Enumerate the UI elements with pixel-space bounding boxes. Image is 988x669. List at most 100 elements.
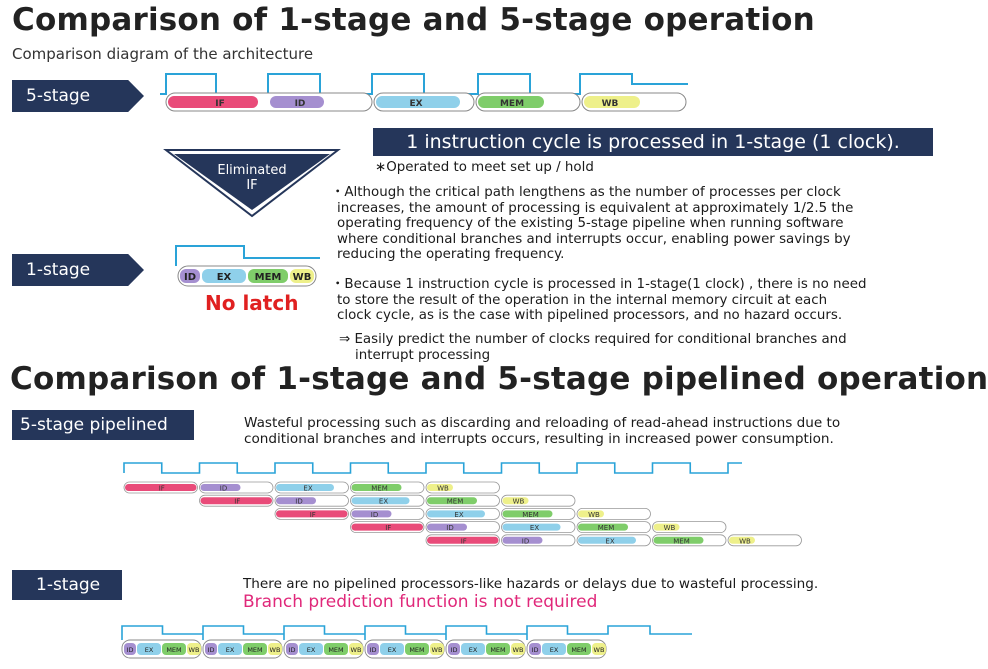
pipeline-stage-label: ID xyxy=(446,524,453,532)
pipeline-stage-mem xyxy=(653,536,704,544)
instruction-cycle-banner-text: 1 instruction cycle is processed in 1-st… xyxy=(406,131,900,153)
bullet1-line: increases, the amount of processing is e… xyxy=(337,200,854,216)
one-stage-seq-label: MEM xyxy=(571,646,586,654)
pipeline-stage-label: WB xyxy=(664,524,676,532)
pipeline-stage-label: MEM xyxy=(371,485,388,493)
pipeline-stage-label: IF xyxy=(310,511,316,519)
pipeline-stage-label: MEM xyxy=(598,524,615,532)
pipeline-stage-label: ID xyxy=(220,485,227,493)
pipeline-stage-id xyxy=(351,510,392,518)
one-stage-seq-label: ID xyxy=(208,646,215,654)
pipeline-stage-wb xyxy=(578,510,604,518)
five-stage-label-wb: WB xyxy=(602,99,619,109)
one-stage-seq-stage-ex xyxy=(137,643,161,655)
one-stage-seq-stage-wb xyxy=(511,643,525,655)
pipeline-stage-wb xyxy=(653,523,680,531)
eliminated-line2: IF xyxy=(246,178,257,193)
one-stage-label-mem: MEM xyxy=(255,272,282,283)
pipeline-stage-label: MEM xyxy=(522,511,539,519)
bullet2-line: clock cycle, as is the case with pipelin… xyxy=(337,308,843,324)
pipeline-stage-label: EX xyxy=(605,537,614,545)
section-subtitle: Comparison diagram of the architecture xyxy=(12,45,314,63)
five-stage-diagram: IF ID EX MEM WB xyxy=(160,73,688,112)
one-stage-seq-stage-mem xyxy=(486,643,510,655)
one-stage-seq-clock-line xyxy=(121,625,692,640)
one-stage-seq-label: ID xyxy=(289,646,296,654)
pipeline-stage-mem xyxy=(427,497,477,505)
five-stage-label-id: ID xyxy=(295,99,306,109)
tag-5-stage: 5-stage xyxy=(12,80,144,112)
one-stage-seq-stage-mem xyxy=(243,643,267,655)
one-stage-seq-stage-id xyxy=(448,643,460,655)
pipeline-stage-label: ID xyxy=(522,537,529,545)
one-stage-diagram: ID EX MEM WB xyxy=(175,245,320,287)
pipeline-stage-label: EX xyxy=(303,485,312,493)
tag-5-stage-pipelined: 5-stage pipelined xyxy=(12,410,194,440)
bullet1-line: where conditional branches and interrupt… xyxy=(337,231,851,247)
one-stage-description: There are no pipelined processors-like h… xyxy=(243,576,819,592)
pipeline-stage-label: EX xyxy=(379,498,388,506)
one-stage-seq-stage-ex xyxy=(380,643,404,655)
one-stage-seq-label: MEM xyxy=(409,646,424,654)
one-stage-seq-stage-wb xyxy=(187,643,201,655)
bullet2-line: to store the result of the operation in … xyxy=(337,292,828,308)
one-stage-seq-stage-wb xyxy=(268,643,282,655)
pipeline-stage-label: WB xyxy=(513,498,525,506)
pipeline-stage-label: IF xyxy=(385,524,391,532)
bullet1-line: reducing the operating frequency. xyxy=(337,247,565,263)
one-stage-seq-stage-ex xyxy=(299,643,323,655)
one-stage-seq-label: EX xyxy=(550,646,559,654)
one-stage-seq-stage-wb xyxy=(349,643,363,655)
pipeline-stage-label: MEM xyxy=(673,537,690,545)
five-stage-clock-line xyxy=(160,73,688,95)
pipeline-stage-if xyxy=(200,497,272,505)
tag-1-stage-bottom-label: 1-stage xyxy=(36,575,101,595)
one-stage-seq-label: MEM xyxy=(166,646,181,654)
eliminated-line1: Eliminated xyxy=(217,163,286,178)
one-stage-seq-label: WB xyxy=(351,646,362,654)
pipeline-stage-ex xyxy=(351,497,410,505)
pipeline-stage-id xyxy=(200,484,241,491)
one-stage-seq-label: ID xyxy=(370,646,377,654)
pipeline-stage-wb xyxy=(729,536,755,544)
pipeline-stage-id xyxy=(427,523,467,531)
one-stage-seq-stage-id xyxy=(286,643,298,655)
pipeline-clock-line xyxy=(123,462,742,474)
one-stage-clock-line xyxy=(175,245,320,266)
bullet-predict-clocks: ⇒ Easily predict the number of clocks re… xyxy=(339,332,847,363)
one-stage-seq-stage-mem xyxy=(405,643,429,655)
pipeline-stage-label: IF xyxy=(461,537,467,545)
one-stage-seq-label: ID xyxy=(451,646,458,654)
pipeline-stage-mem xyxy=(351,484,402,491)
pipeline-stage-label: IF xyxy=(159,485,165,493)
bullet-critical-path: ・Although the critical path lengthens as… xyxy=(331,185,853,263)
pipeline-stage-label: IF xyxy=(234,498,240,506)
pipelined-description: Wasteful processing such as discarding a… xyxy=(244,415,840,447)
one-stage-seq-stage-ex xyxy=(461,643,485,655)
tag-1-stage-label: 1-stage xyxy=(26,260,91,280)
pipelined-desc-line: conditional branches and interrupts occu… xyxy=(244,430,834,447)
pipeline-stage-label: WB xyxy=(588,511,600,519)
pipeline-stage-if xyxy=(276,510,348,518)
one-stage-seq-label: WB xyxy=(189,646,200,654)
one-stage-label-ex: EX xyxy=(217,272,232,283)
one-stage-seq-stage-id xyxy=(205,643,217,655)
setup-hold-note: ∗Operated to meet set up / hold xyxy=(375,160,594,175)
eliminated-if-triangle: Eliminated IF xyxy=(163,149,341,218)
five-stage-label-if: IF xyxy=(215,99,225,109)
branch-prediction-highlight: Branch prediction function is not requir… xyxy=(243,592,598,612)
one-stage-seq-stage-ex xyxy=(218,643,242,655)
one-stage-seq-stage-id xyxy=(529,643,541,655)
pipeline-stage-label: ID xyxy=(295,498,302,506)
five-stage-label-ex: EX xyxy=(409,99,422,109)
one-stage-seq-label: WB xyxy=(270,646,281,654)
one-stage-seq-label: MEM xyxy=(247,646,262,654)
one-stage-seq-stage-id xyxy=(124,643,136,655)
one-stage-seq-label: ID xyxy=(532,646,539,654)
page-title: Comparison of 1-stage and 5-stage operat… xyxy=(12,2,815,38)
bullet-no-hazard: ・Because 1 instruction cycle is processe… xyxy=(331,277,867,324)
instruction-cycle-banner: 1 instruction cycle is processed in 1-st… xyxy=(373,128,933,156)
tag-5-stage-label: 5-stage xyxy=(26,86,91,106)
